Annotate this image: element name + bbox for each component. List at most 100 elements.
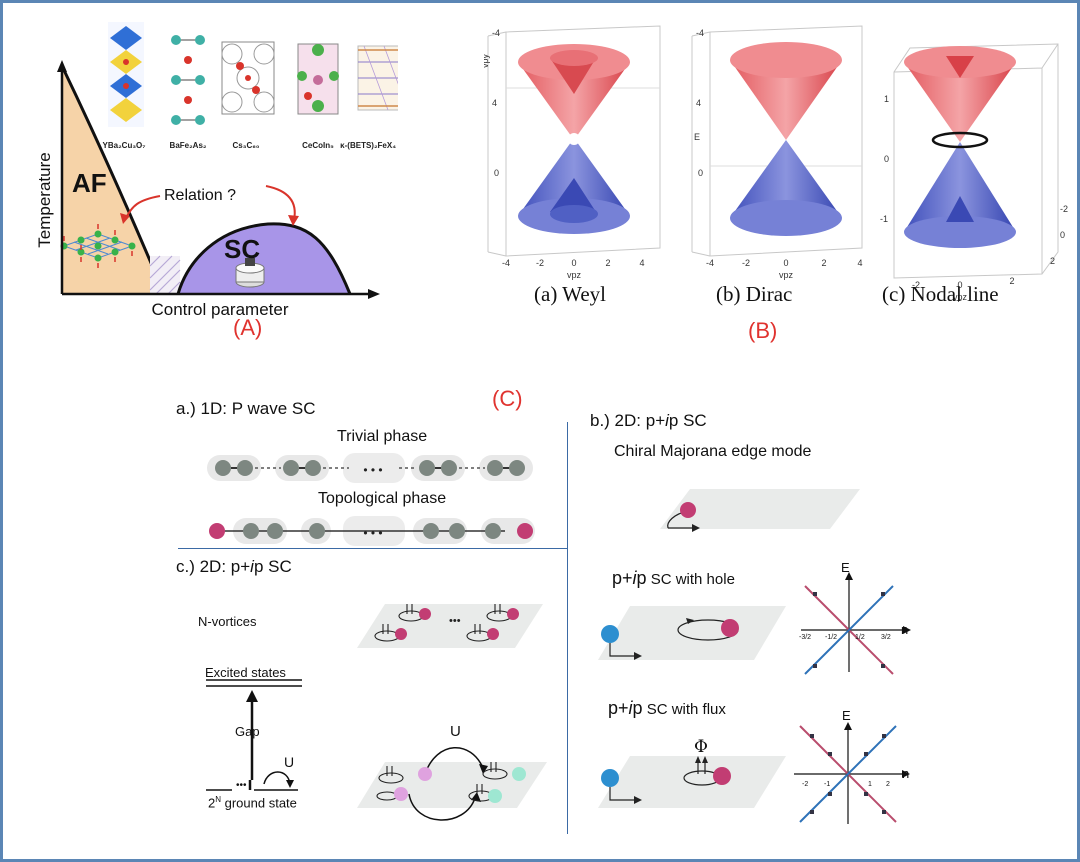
svg-text:1: 1 [884,94,889,104]
relation-label: Relation ? [164,187,236,204]
svg-text:•••: ••• [449,615,461,627]
braiding-plane [357,746,547,821]
phase-diagram: YBa₂Cu₃O₇ BaFe₂As₂ Cs₃C₆₀ CeCoIn₅ κ-(BET… [35,22,439,319]
svg-text:0: 0 [494,168,499,178]
weyl-plot [487,25,661,257]
af-label: AF [72,168,107,198]
chiral-label: Chiral Majorana edge mode [614,443,812,460]
svg-text:2: 2 [821,258,826,268]
material-bafeas: BaFe₂As₂ [170,141,207,150]
svg-text:0: 0 [1060,230,1065,240]
svg-text:•••: ••• [236,780,247,791]
caption-nodal-line: (c) Nodal line [882,282,999,306]
trivial-chain [207,453,533,483]
svg-text:4: 4 [696,98,701,108]
gap-label: Gap [235,724,260,739]
panel-c-label: (C) [492,386,523,411]
svg-text:-1/2: -1/2 [825,634,837,641]
svg-text:3/2: 3/2 [881,634,891,641]
u-braid-label: U [450,723,461,740]
svg-text:-2: -2 [802,781,808,788]
svg-text:1/2: 1/2 [855,634,865,641]
majorana-chain: • • • • • • [207,453,535,546]
nodal-ring [931,131,989,149]
caption-weyl: (a) Weyl [534,282,606,306]
topological-chain [209,516,535,546]
panel-a: YBa₂Cu₃O₇ BaFe₂As₂ Cs₃C₆₀ CeCoIn₅ κ-(BET… [28,10,439,340]
svg-text:0: 0 [783,258,788,268]
u-small-label: U [284,754,295,770]
svg-text:-4: -4 [492,28,500,38]
af-boundary [60,65,156,271]
trivial-ellipsis: • • • [363,463,382,477]
svg-text:-4: -4 [502,258,510,268]
excited-states-label: Excited states [205,665,286,680]
y-axis-label: Temperature [35,152,54,247]
flux-title: p+ip SC with flux [608,698,726,718]
flux-e-label: E [842,708,851,723]
svg-text:4: 4 [492,98,497,108]
hole-blue-ball [601,625,619,643]
section-a-title: a.) 1D: P wave SC [176,399,316,418]
af-region [62,66,154,294]
svg-text:vpz: vpz [953,292,968,302]
svg-text:E: E [694,132,700,142]
topological-phase-label: Topological phase [318,490,447,507]
svg-text:0: 0 [957,280,962,290]
svg-text:vpz: vpz [567,270,582,280]
majorana-edge-ball [680,502,696,518]
svg-text:-2: -2 [742,258,750,268]
phi-label: Φ [694,737,708,757]
x-axis-label: Control parameter [151,300,288,319]
dirac-plot [691,25,863,257]
sc-label: SC [224,234,260,264]
panel-a-label: (A) [233,315,263,340]
svg-text:2: 2 [1009,276,1014,286]
axis-ticks: -4 4 0 vpy -4 -2 0 2 4 vpz -4 4 0 E -4 -… [480,28,1068,302]
chiral-plane [660,489,860,532]
panel-b-label: (B) [748,318,778,343]
svg-text:-2: -2 [912,280,920,290]
material-csc60: Cs₃C₆₀ [233,141,260,150]
energy-level-diagram: ••• [206,679,302,791]
svg-text:-2: -2 [536,258,544,268]
svg-text:2: 2 [886,781,890,788]
n-vortices-label: N-vortices [198,614,257,629]
flux-spectrum-plot: E n -2 -1 1 2 [794,708,910,824]
svg-text:-4: -4 [706,258,714,268]
ground-state-label: 2N ground state [208,795,297,811]
flux-blue-ball [601,769,619,787]
sc-dome [178,223,350,294]
hole-spectrum-plot: E n -3/2 -1/2 1/2 3/2 [799,560,911,675]
svg-text:-2: -2 [1060,204,1068,214]
svg-text:vpz: vpz [779,270,794,280]
coexistence-hatch [149,255,181,295]
svg-text:-3/2: -3/2 [799,634,811,641]
sc-boundary [176,222,352,295]
svg-text:2: 2 [605,258,610,268]
svg-text:1: 1 [868,781,872,788]
material-bets: κ-(BETS)₂FeX₄ [340,141,396,150]
section-c-title: c.) 2D: p+ip SC [176,557,292,576]
svg-text:4: 4 [857,258,862,268]
svg-text:-1: -1 [824,781,830,788]
vertical-divider [567,422,568,834]
svg-text:0: 0 [698,168,703,178]
svg-text:vpy: vpy [484,53,490,68]
trivial-phase-label: Trivial phase [337,428,428,445]
topological-ellipsis: • • • [363,526,382,540]
flux-plane [598,756,786,808]
hole-e-label: E [841,560,850,575]
hole-plane [598,606,786,660]
flux-n-label: n [902,766,909,781]
panel-b: -4 4 0 vpy -4 -2 0 2 4 vpz -4 4 0 E -4 -… [480,16,1068,346]
section-b-title: b.) 2D: p+ip SC [590,411,707,430]
hole-title: p+ip SC with hole [612,568,735,588]
material-cecoin: CeCoIn₅ [302,141,334,150]
horizontal-divider [178,548,568,549]
crystal-structures: YBa₂Cu₃O₇ BaFe₂As₂ Cs₃C₆₀ CeCoIn₅ κ-(BET… [103,22,439,150]
material-ybco: YBa₂Cu₃O₇ [103,141,146,150]
vortex-plane: ••• [357,604,543,648]
hole-n-label: n [901,622,908,637]
